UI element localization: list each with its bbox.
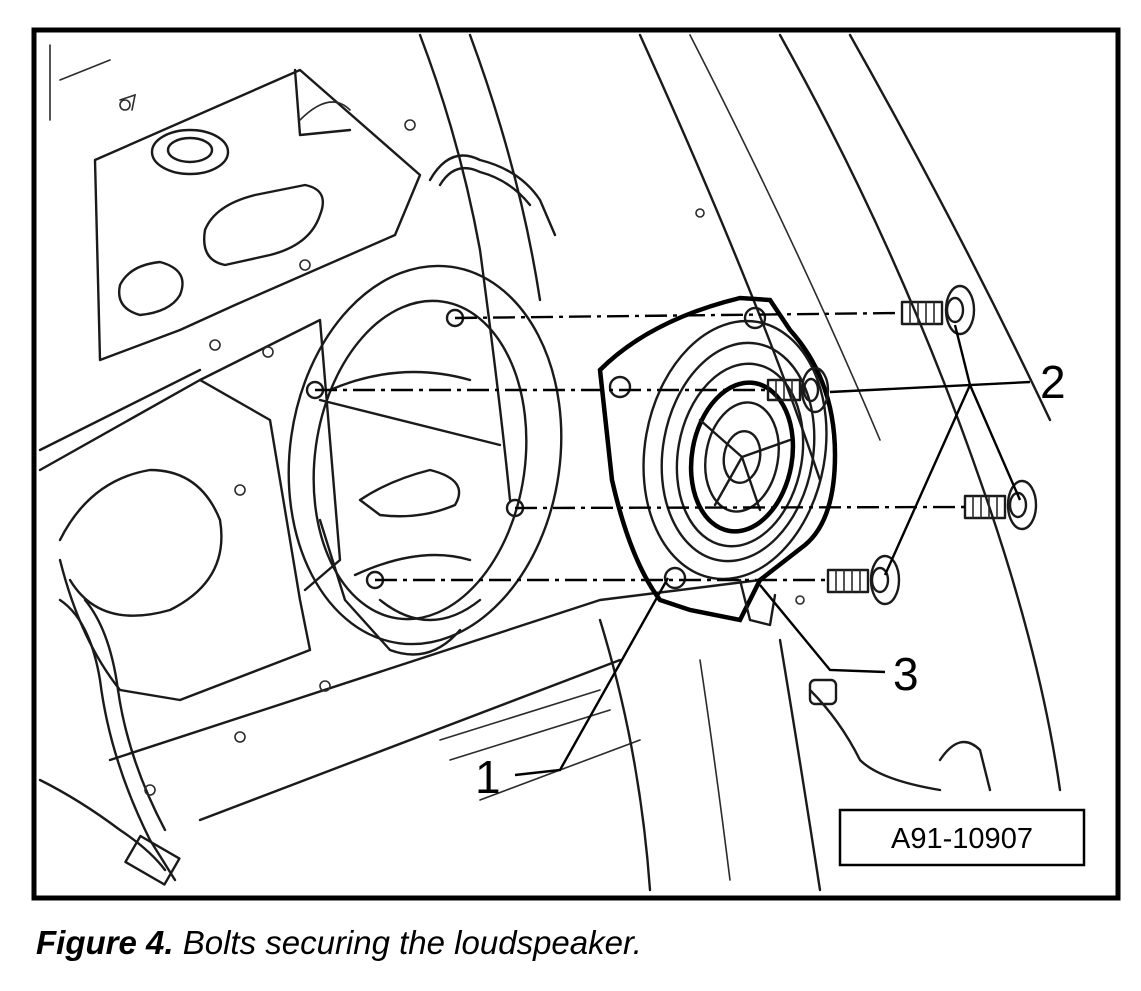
loudspeaker — [597, 295, 838, 627]
callout-2: 2 — [1040, 356, 1066, 408]
callout-3: 3 — [893, 648, 919, 700]
reference-code: A91-10907 — [891, 823, 1033, 855]
door-panel-drawing — [38, 33, 1062, 892]
mounting-holes — [119, 99, 805, 796]
figure-frame — [31, 27, 1121, 901]
assembly-axis-lines — [315, 311, 966, 582]
caption-text: Bolts securing the loudspeaker. — [182, 924, 642, 961]
bolts — [766, 284, 1038, 606]
leader-lines — [514, 324, 1031, 777]
bolt-2 — [766, 366, 830, 414]
figure-caption: Figure 4. Bolts securing the loudspeaker… — [36, 924, 642, 962]
reference-code-box — [838, 808, 1086, 867]
bolt-3 — [963, 479, 1038, 531]
callout-1: 1 — [475, 751, 501, 803]
bolt-1 — [900, 284, 976, 336]
caption-label: Figure 4. — [36, 924, 174, 961]
speaker-mounting-ring — [287, 264, 563, 656]
bolt-4 — [826, 554, 901, 606]
